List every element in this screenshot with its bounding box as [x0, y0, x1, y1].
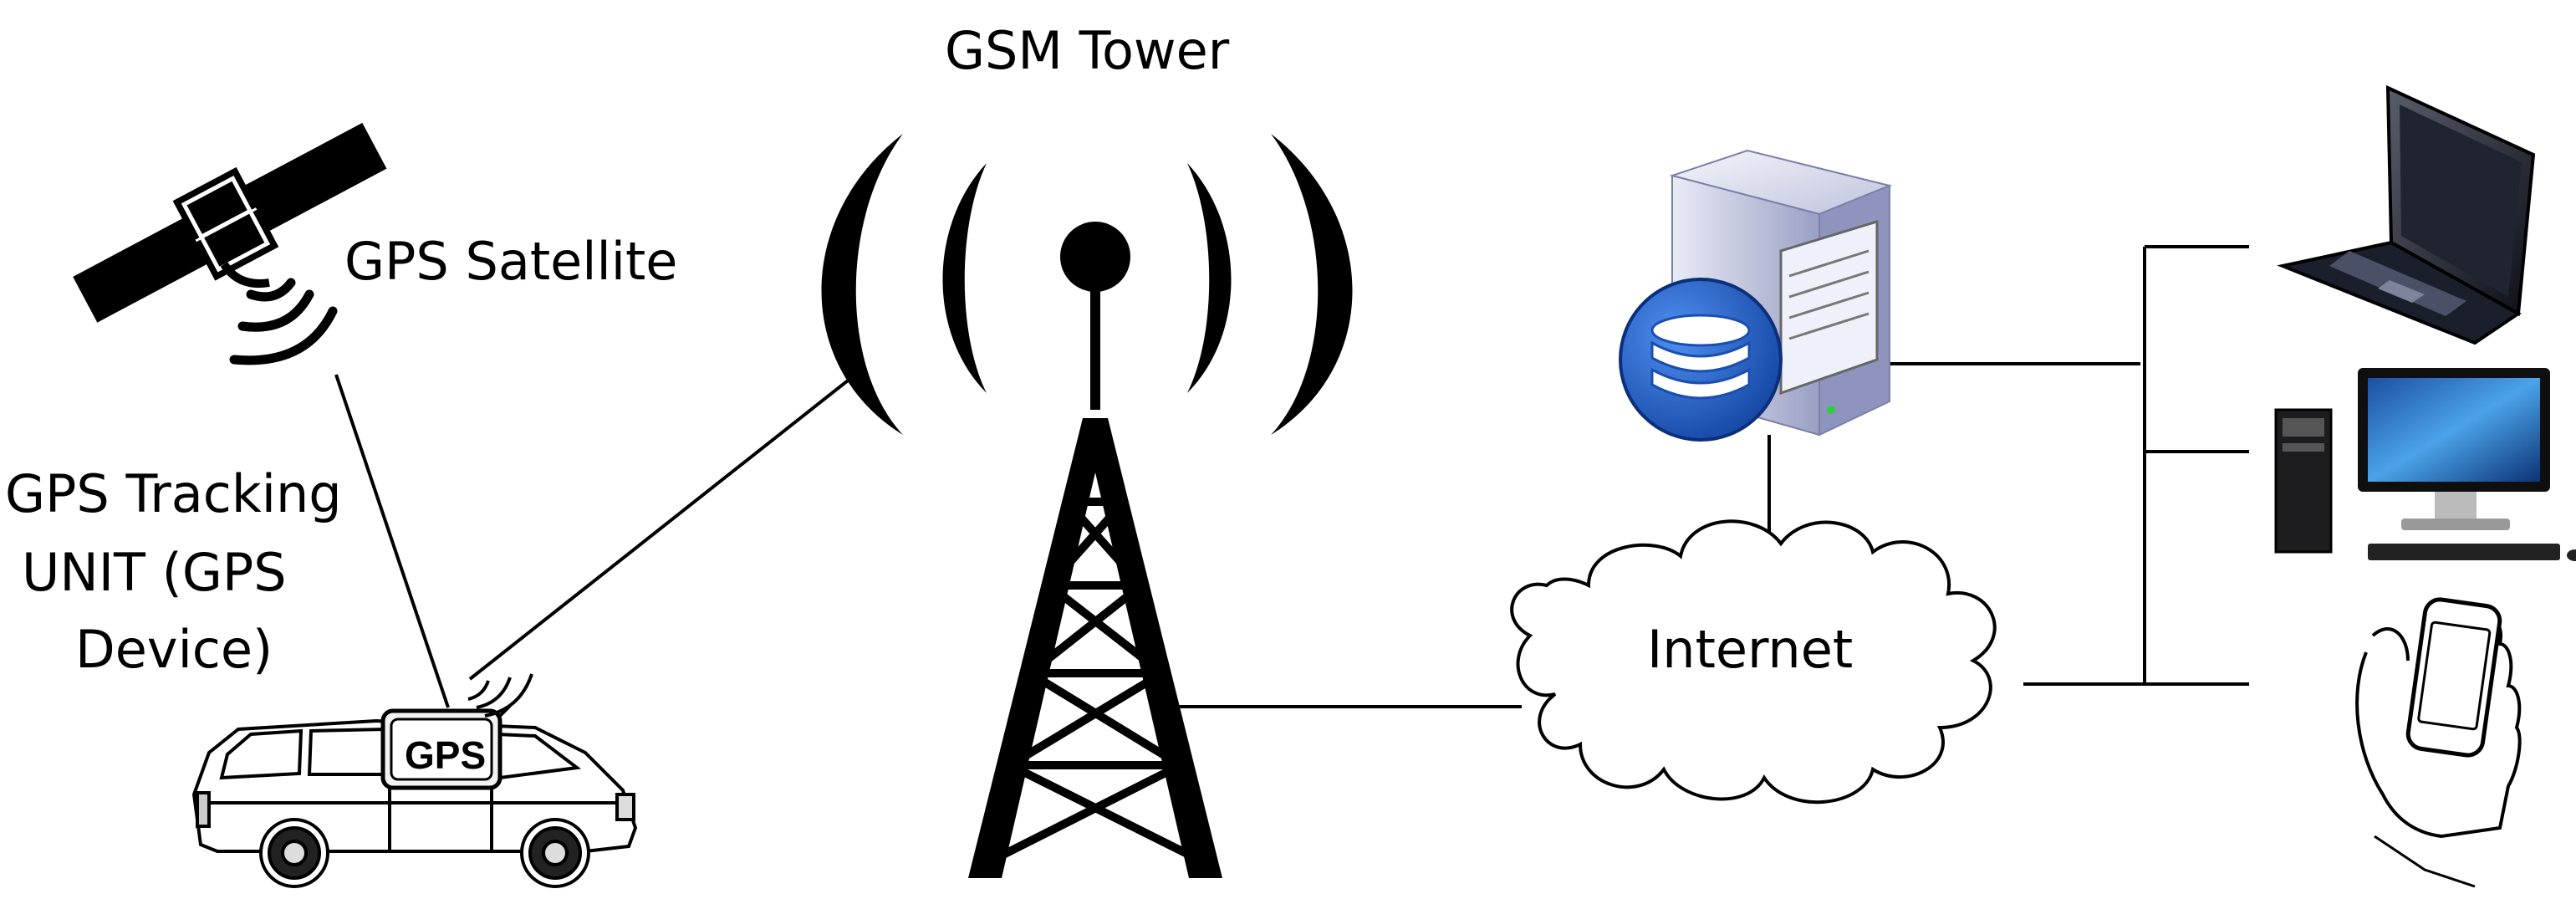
- laptop-icon: [2277, 84, 2536, 345]
- tracking-unit-label-line2: UNIT (GPS: [22, 542, 287, 603]
- gps-satellite-label: GPS Satellite: [344, 231, 678, 292]
- database-server-icon: [1619, 149, 1893, 442]
- cloud-icon: [1510, 519, 1997, 805]
- tracking-unit-label-line1: GPS Tracking: [5, 463, 342, 524]
- tracking-unit-label-line3: Device): [75, 619, 273, 680]
- satellite-icon: [73, 122, 387, 365]
- gps-device-icon: [380, 673, 533, 790]
- gsm-tower-label: GSM Tower: [945, 20, 1230, 81]
- connection-lines: [334, 245, 2249, 708]
- cell-tower-icon: [821, 134, 1353, 878]
- desktop-computer-icon: [2274, 368, 2576, 561]
- link-satellite-to-device: [334, 374, 450, 708]
- smartphone-icon: [2355, 597, 2522, 888]
- gps-device-label: GPS: [405, 733, 487, 777]
- internet-label: Internet: [1647, 619, 1854, 680]
- link-device-to-tower: [468, 370, 861, 681]
